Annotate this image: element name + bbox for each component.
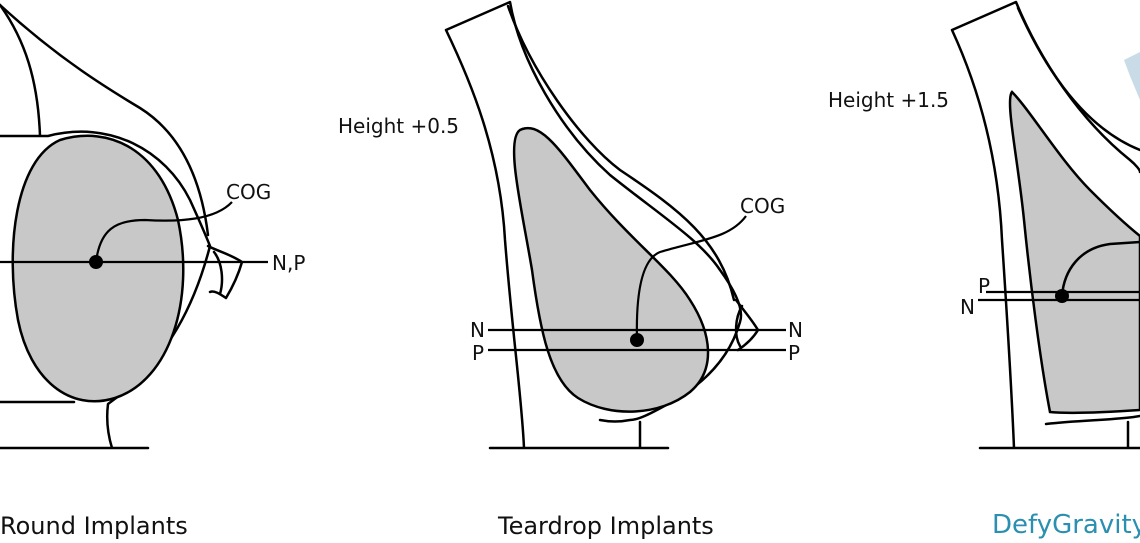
- teardrop-skin-line: [506, 4, 736, 302]
- third-cog-point: [1055, 289, 1069, 303]
- round-implant-panel: COG N,P Round Implants: [0, 3, 305, 540]
- round-np-label: N,P: [272, 251, 305, 275]
- third-lower-curve: [1044, 414, 1140, 426]
- round-cog-label: COG: [226, 180, 271, 204]
- teardrop-cog-leader: [635, 215, 747, 341]
- brand-arrow-mark: [1124, 52, 1140, 100]
- round-cog-leader: [94, 201, 233, 263]
- round-caption: Round Implants: [0, 512, 188, 540]
- teardrop-n-left-label: N: [470, 318, 485, 342]
- teardrop-implant-shape: [512, 126, 710, 413]
- round-skin-line: [0, 3, 210, 237]
- third-implant-shape: [1008, 90, 1140, 415]
- third-height-label: Height +1.5: [828, 88, 949, 112]
- teardrop-p-left-label: P: [472, 341, 484, 365]
- third-body-outline: [950, 0, 1140, 450]
- third-implant-panel: Height +1.5 P N DefyGravity: [828, 0, 1140, 540]
- third-skin-line: [1016, 6, 1140, 152]
- round-nipple: [206, 244, 244, 300]
- teardrop-p-right-label: P: [788, 341, 800, 365]
- teardrop-implant-panel: Height +0.5 COG N P N P Teardrop Implant…: [338, 0, 803, 540]
- teardrop-cog-label: COG: [740, 194, 785, 218]
- third-p-label: P: [978, 274, 990, 298]
- teardrop-body-outline: [444, 0, 743, 450]
- third-fold-curve: [1060, 240, 1140, 298]
- teardrop-cog-point: [630, 333, 644, 347]
- teardrop-n-right-label: N: [788, 318, 803, 342]
- round-cog-point: [89, 255, 103, 269]
- teardrop-height-label: Height +0.5: [338, 114, 459, 138]
- third-n-label: N: [960, 295, 975, 319]
- teardrop-caption: Teardrop Implants: [497, 512, 714, 540]
- brand-logo-text: DefyGravity: [992, 510, 1140, 540]
